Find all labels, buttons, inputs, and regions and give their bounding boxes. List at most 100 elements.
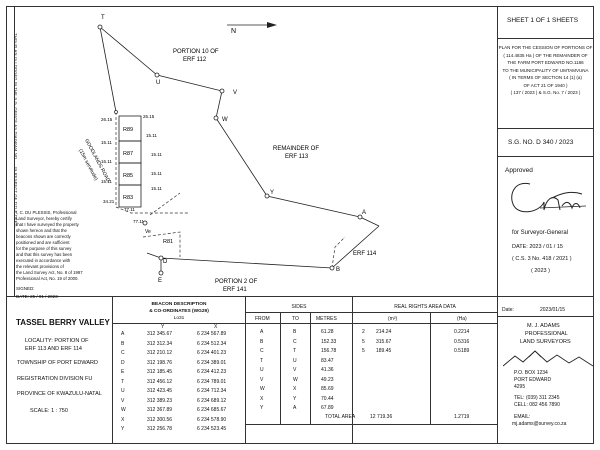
firm-name: PROFESSIONAL (525, 331, 568, 337)
table-cell: 6 234 412.23 (197, 369, 227, 375)
sides-header-line (245, 312, 497, 313)
table-cell: 6 234 578.90 (197, 416, 227, 423)
township: TOWNSHIP OF PORT EDWARD (17, 360, 98, 366)
sides-subheader-line (245, 323, 497, 324)
firm-date: 2023/01/15 (540, 307, 566, 313)
firm-name: LAND SURVEYORS (520, 339, 571, 345)
certificate-text: I, C. DU PLESSIS, Professional Land Surv… (16, 210, 83, 282)
sides-col-line (280, 312, 281, 424)
sides-col-to: TO (292, 316, 299, 322)
beacon-y-values: 312 345.67 312 312.34 312 210.12 312 198… (147, 330, 172, 435)
table-cell: 312 312.34 (147, 340, 173, 347)
table-cell: D (121, 359, 125, 366)
locality-line: ERF 113 AND ERF 114 (25, 346, 82, 352)
table-cell: U (260, 367, 264, 373)
certificate-line: beacons shown are correctly (16, 234, 71, 239)
erf-label: R83 (123, 195, 133, 201)
sheet-border (6, 6, 594, 444)
table-cell: A (260, 329, 264, 335)
point-label: T (101, 15, 105, 21)
table-cell: W (293, 376, 298, 383)
plan-line: PLAN FOR THE CESSION OF PORTIONS OF (498, 45, 593, 50)
beacon-header-line (112, 323, 245, 324)
sg-line-bottom (497, 156, 594, 157)
erf-label: R87 (123, 151, 133, 157)
firm-address: P.O. BOX 1234 (514, 370, 548, 376)
firm-date-label: Date: (502, 307, 514, 313)
table-cell: 312 367.89 (147, 407, 173, 413)
north-arrow-icon (267, 22, 277, 28)
sides-metres-values: 61.28 152.33 156.78 83.47 41.36 49.23 85… (321, 328, 336, 414)
areas-m2-values: 214.24 315.67 189.45 (376, 328, 391, 357)
table-cell: 312 210.12 (147, 350, 173, 356)
table-cell: V (121, 397, 125, 404)
plan-line: THE FARM PORT EDWARD NO.1186 (507, 60, 584, 65)
beacon-b (329, 265, 335, 271)
boundary-line (99, 26, 361, 218)
portion2-label: ERF 141 (223, 287, 247, 293)
table-cell: 49.23 (321, 376, 334, 383)
table-cell: 0.5316 (454, 338, 470, 345)
areas-ha-values: 0.2214 0.5316 0.5189 (454, 328, 469, 357)
sheet-line (497, 38, 594, 39)
areas-divider (497, 296, 498, 444)
registration-division: REGISTRATION DIVISION FU (17, 376, 93, 382)
point-label: V (233, 90, 237, 96)
certificate-line: the relevant provisions of (16, 264, 64, 269)
table-cell: 61.28 (321, 329, 334, 335)
table-cell: 6 234 685.67 (197, 407, 227, 413)
table-cell: 6 234 401.23 (197, 350, 227, 356)
boundary-line-bd (146, 252, 333, 269)
certificate-line: for the purpose of this survey (16, 246, 72, 251)
table-cell: 6 234 689.12 (197, 397, 227, 404)
point-label: U (156, 80, 160, 86)
table-cell: 67.89 (321, 405, 334, 411)
beacon-y (264, 193, 270, 199)
dimension-label: 15.11 (151, 186, 162, 191)
portion10-label: PORTION 10 OF (173, 49, 219, 55)
total-area-m2: 12 719.36 (370, 414, 393, 420)
table-cell: 70.44 (321, 395, 334, 402)
dimension-label: 26.15 (143, 114, 155, 119)
beacon-u (154, 72, 160, 78)
sides-col-line (310, 312, 311, 424)
table-cell: 83.47 (321, 357, 334, 364)
certificate-line: shown hereon and that the (16, 228, 67, 233)
table-cell: T (293, 348, 297, 354)
servitude-line (149, 192, 181, 216)
plan-line: ( 137 / 2023 ) & S.G. No. 7 / 2023 ) (510, 90, 581, 95)
certificate-line: that I have surveyed the property (16, 222, 79, 227)
table-cell: C (260, 348, 264, 354)
beacon-a (357, 214, 363, 220)
table-cell: 152.33 (321, 338, 337, 345)
table-cell: 6 234 567.89 (197, 331, 227, 337)
certificate-line: executed in accordance with (16, 258, 71, 263)
certificate-line: I, C. DU PLESSIS, Professional (16, 210, 77, 215)
portion10-label: ERF 112 (183, 57, 207, 63)
table-cell: 41.36 (321, 367, 334, 373)
point-label: Ve (145, 229, 151, 235)
table-cell: 312 423.45 (147, 388, 173, 394)
property-name: TASSEL BERRY VALLEY (16, 318, 110, 327)
dimension-label: 77.11 (133, 219, 144, 224)
table-cell: 214.24 (376, 329, 392, 335)
certificate-date: DATE: 25 / 01 / 2023 (16, 294, 58, 299)
table-cell: C (121, 350, 125, 356)
locality-line: LOCALITY: PORTION OF (25, 338, 89, 344)
table-cell: 6 234 523.45 (197, 426, 227, 432)
dimension-label: 26.15 (101, 117, 113, 122)
firm-address: PORT EDWARD (514, 377, 552, 383)
sides-from-values: A B C T U V W X Y (260, 328, 265, 414)
beacon-e (158, 270, 164, 276)
point-label: B (336, 267, 340, 273)
sides-col-metres: METRES (316, 316, 337, 322)
portion2-label: PORTION 2 OF (215, 279, 258, 285)
table-cell: 0.2214 (454, 329, 470, 335)
beacon-minor (114, 110, 118, 114)
firm-email: mj.adams@survey.co.za (512, 421, 567, 427)
table-cell: 189.45 (376, 348, 392, 354)
table-cell: 312 300.56 (147, 416, 173, 423)
table-cell: X (293, 386, 297, 392)
dimension-label: 15.11 (151, 152, 162, 157)
total-area-ha: 1.2719 (454, 414, 470, 420)
